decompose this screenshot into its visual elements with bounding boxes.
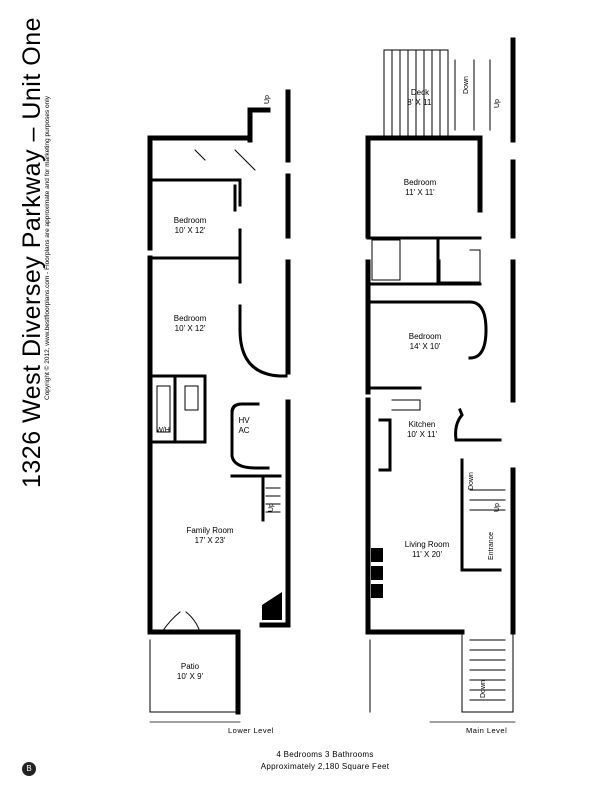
hvac-line-1: HV <box>238 416 250 425</box>
room-size: 11' X 11' <box>405 188 435 197</box>
front-stair-down-label: Down <box>480 680 487 698</box>
room-size: 10' X 12' <box>174 324 206 333</box>
lower-level-partitions <box>148 178 288 522</box>
living-room-label: Living Room 11' X 20' <box>392 540 462 560</box>
main-level-walls <box>365 37 516 635</box>
room-name: Bedroom <box>173 216 207 225</box>
kitchen-label: Kitchen 10' X 11' <box>392 420 452 440</box>
family-room-label: Family Room 17' X 23' <box>175 526 245 546</box>
lower-bedroom-1-label: Bedroom 10' X 12' <box>160 216 220 236</box>
main-bedroom-2-label: Bedroom 14' X 10' <box>395 332 455 352</box>
lower-bedroom-2-label: Bedroom 10' X 12' <box>160 314 220 334</box>
deck-stair-down-label: Down <box>463 76 470 94</box>
interior-stair-down-label: Down <box>468 472 475 490</box>
hvac-line-2: AC <box>238 426 250 435</box>
entrance-label: Entrance <box>488 531 495 560</box>
summary-bed-bath: 4 Bedrooms 3 Bathrooms <box>276 750 374 759</box>
lower-level-walls <box>147 89 291 715</box>
main-bedroom-1-label: Bedroom 11' X 11' <box>390 178 450 198</box>
room-size: 10' X 11' <box>406 430 438 439</box>
lower-level-thin <box>149 149 281 713</box>
summary-square-feet: Approximately 2,180 Square Feet <box>260 762 390 771</box>
patio-label: Patio 10' X 9' <box>162 662 218 682</box>
deck-label: Deck 8' X 11' <box>390 88 450 108</box>
main-level-label: Main Level <box>466 726 508 735</box>
main-level-thin <box>369 49 514 713</box>
title-block: 1326 West Diversey Parkway – Unit One Co… <box>0 0 60 800</box>
interior-stair-up-label: Up <box>494 503 501 512</box>
room-name: Bedroom <box>173 314 207 323</box>
room-name: Deck <box>410 88 430 97</box>
room-name: Patio <box>180 662 200 671</box>
room-size: 10' X 9' <box>176 672 204 681</box>
room-size: 8' X 11' <box>407 98 433 107</box>
fireplace-marks <box>262 548 383 620</box>
room-size: 17' X 23' <box>194 536 226 545</box>
room-name: Kitchen <box>408 420 436 429</box>
deck-stair-up-label: Up <box>494 99 501 108</box>
lower-level-label: Lower Level <box>228 726 274 735</box>
water-heater-label: W/H <box>156 427 170 434</box>
room-name: Living Room <box>404 540 450 549</box>
room-size: 14' X 10' <box>409 342 441 351</box>
room-size: 10' X 12' <box>174 226 206 235</box>
room-name: Bedroom <box>403 178 437 187</box>
room-name: Bedroom <box>408 332 442 341</box>
hvac-label: HV AC <box>234 416 254 436</box>
lower-stair-up-label-2: Up <box>268 503 275 512</box>
main-level-partitions <box>366 236 502 572</box>
room-size: 11' X 20' <box>411 550 443 559</box>
page-title: 1326 West Diversey Parkway – Unit One <box>18 16 46 488</box>
room-name: Family Room <box>186 526 234 535</box>
copyright-text: Copyright © 2012, www.bestfloorplans.com… <box>44 96 51 400</box>
brand-logo-icon: B <box>22 762 36 776</box>
lower-stair-up-label-1: Up <box>264 95 271 104</box>
